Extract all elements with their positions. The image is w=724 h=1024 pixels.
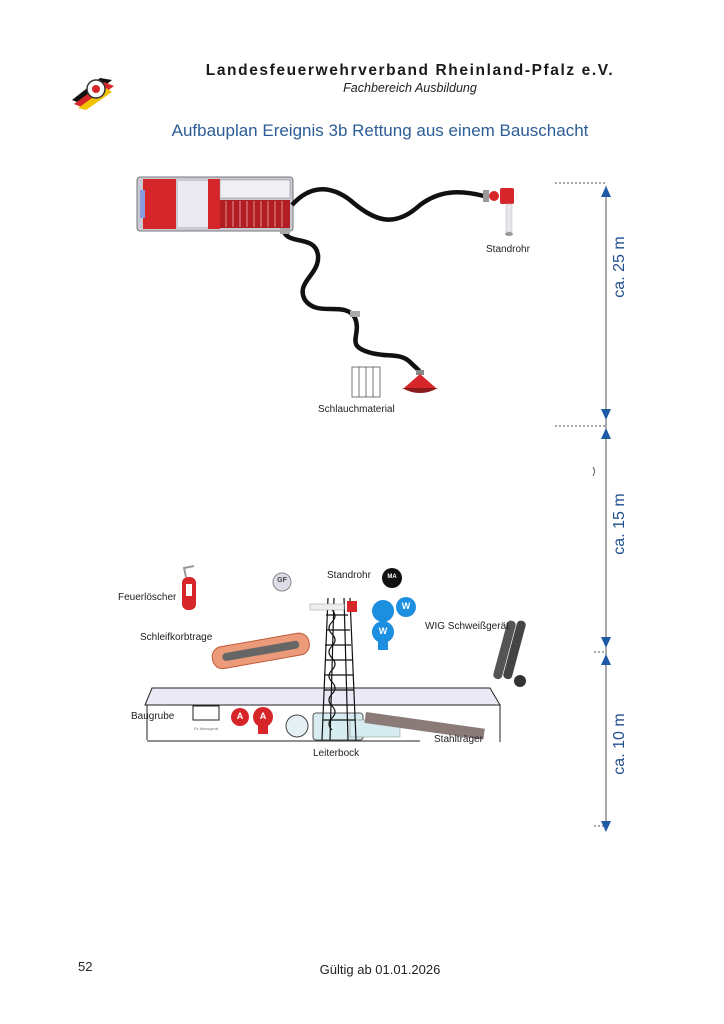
dimension-label: ca. 15 m xyxy=(611,493,628,555)
organization-logo xyxy=(72,78,114,110)
standpipe-label: Standrohr xyxy=(486,244,530,255)
welding-cylinders-icon xyxy=(493,620,526,687)
standpipe-icon xyxy=(483,188,514,236)
hose-to-standpipe xyxy=(290,187,485,222)
page-number: 52 xyxy=(78,959,93,974)
hose-coupling xyxy=(280,228,290,234)
w-badge-circle xyxy=(372,621,394,643)
standpipe-label: Standrohr xyxy=(327,570,371,581)
ladder-icon xyxy=(321,597,357,741)
w-badge: W xyxy=(401,601,411,611)
ladder-frame-label: Leiterbock xyxy=(313,748,360,759)
ma-badge-circle xyxy=(382,568,402,588)
w-badge: W xyxy=(378,626,388,636)
stretcher-icon xyxy=(211,632,310,670)
page-title: Aufbauplan Ereignis 3b Rettung aus einem… xyxy=(171,121,589,140)
organization-name: Landesfeuerwehrverband Rheinland-Pfalz e… xyxy=(205,62,615,79)
stretcher-label: Schleifkorbtrage xyxy=(140,632,213,643)
standpipe-icon xyxy=(309,601,357,612)
fire-extinguisher-icon xyxy=(182,565,196,610)
dimension-label: ca. 25 m xyxy=(611,236,628,298)
department-name: Fachbereich Ausbildung xyxy=(343,81,477,95)
a-badge: A xyxy=(259,711,267,721)
dimension-lines xyxy=(555,182,607,827)
gas-meter-label: Ex Messgerät xyxy=(194,726,219,731)
construction-pit xyxy=(144,687,501,742)
fire-truck xyxy=(136,176,294,232)
pit-label: Baugrube xyxy=(131,711,175,722)
dimension-arrows xyxy=(601,186,611,832)
ma-badge: MA xyxy=(387,574,397,580)
a-badge: A xyxy=(236,711,244,721)
dimension-label: ca. 10 m xyxy=(611,713,628,775)
welder-label: WIG Schweißgerät xyxy=(425,621,509,632)
scan-mark xyxy=(592,466,595,477)
hose-material-label: Schlauchmaterial xyxy=(318,404,395,415)
hose-to-distributor xyxy=(281,230,423,376)
gf-badge-circle xyxy=(272,572,292,592)
valid-from: Gültig ab 01.01.2026 xyxy=(319,962,441,977)
steel-beam-label: Stahlträger xyxy=(434,734,483,745)
extinguisher-label: Feuerlöscher xyxy=(118,592,177,603)
distributor-icon xyxy=(402,370,438,393)
gf-badge: GF xyxy=(277,577,287,584)
hose-material-icon xyxy=(351,366,381,398)
w-badge-circle xyxy=(396,597,416,617)
hose-coupling xyxy=(350,311,360,317)
steel-beam-icon xyxy=(364,711,485,740)
a-badge-circle xyxy=(231,708,249,726)
